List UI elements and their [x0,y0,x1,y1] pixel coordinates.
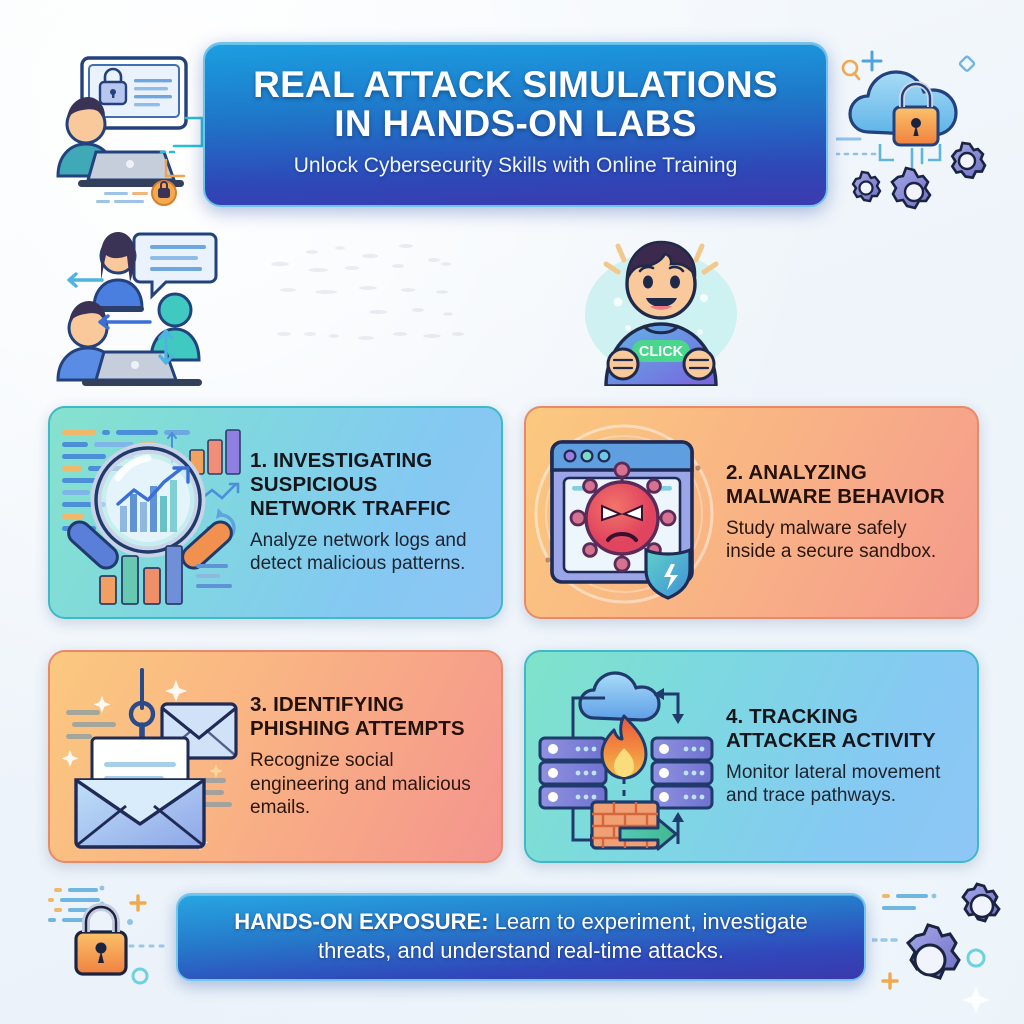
fishing-hook-with-envelope-icon [50,652,246,861]
card-body: 2. ANALYZING MALWARE BEHAVIOR Study malw… [722,447,977,579]
card-title: 3. IDENTIFYING PHISHING ATTEMPTS [250,692,465,740]
card-title: 4. TRACKING ATTACKER ACTIVITY [726,704,936,752]
card-description: Analyze network logs and detect maliciou… [250,529,467,575]
excited-person-illustration: CLICK [576,228,746,386]
card-body: 3. IDENTIFYING PHISHING ATTEMPTS Recogni… [246,679,501,835]
magnifying-glass-over-bar-chart-icon [50,408,246,617]
background-texture [248,234,548,384]
card-description: Recognize social engineering and malicio… [250,749,471,819]
gears-illustration [872,882,1022,1022]
person-at-laptop-illustration [44,52,224,212]
card-identifying-phishing-attempts[interactable]: 3. IDENTIFYING PHISHING ATTEMPTS Recogni… [48,650,503,863]
card-description: Monitor lateral movement and trace pathw… [726,761,941,807]
card-body: 1. INVESTIGATING SUSPICIOUS NETWORK TRAF… [246,435,501,591]
card-title: 2. ANALYZING MALWARE BEHAVIOR [726,460,945,508]
footer-text: HANDS-ON EXPOSURE: Learn to experiment, … [204,908,838,965]
cloud-lock-gears-illustration [836,44,1021,219]
team-collaboration-illustration [42,228,222,388]
page-title-line2: IN HANDS-ON LABS [334,103,697,144]
page-title: REAL ATTACK SIMULATIONS IN HANDS-ON LABS [253,63,778,144]
page-title-line1: REAL ATTACK SIMULATIONS [253,63,778,105]
card-description: Study malware safely inside a secure san… [726,517,937,563]
servers-firewall-cloud-network-icon [526,652,722,861]
virus-in-browser-window-with-shield-icon [526,408,722,617]
header-banner: REAL ATTACK SIMULATIONS IN HANDS-ON LABS… [203,42,828,207]
card-title: 1. INVESTIGATING SUSPICIOUS NETWORK TRAF… [250,448,451,520]
card-body: 4. TRACKING ATTACKER ACTIVITY Monitor la… [722,691,977,823]
card-investigating-network-traffic[interactable]: 1. INVESTIGATING SUSPICIOUS NETWORK TRAF… [48,406,503,619]
padlock-illustration [34,884,184,1020]
page-subtitle: Unlock Cybersecurity Skills with Online … [293,154,738,178]
card-analyzing-malware-behavior[interactable]: 2. ANALYZING MALWARE BEHAVIOR Study malw… [524,406,979,619]
footer-rest: Learn to experiment, investigate threats… [318,909,808,963]
card-tracking-attacker-activity[interactable]: 4. TRACKING ATTACKER ACTIVITY Monitor la… [524,650,979,863]
click-badge-label: CLICK [639,344,684,360]
footer-banner: HANDS-ON EXPOSURE: Learn to experiment, … [176,893,866,981]
footer-lead: HANDS-ON EXPOSURE: [234,909,489,935]
